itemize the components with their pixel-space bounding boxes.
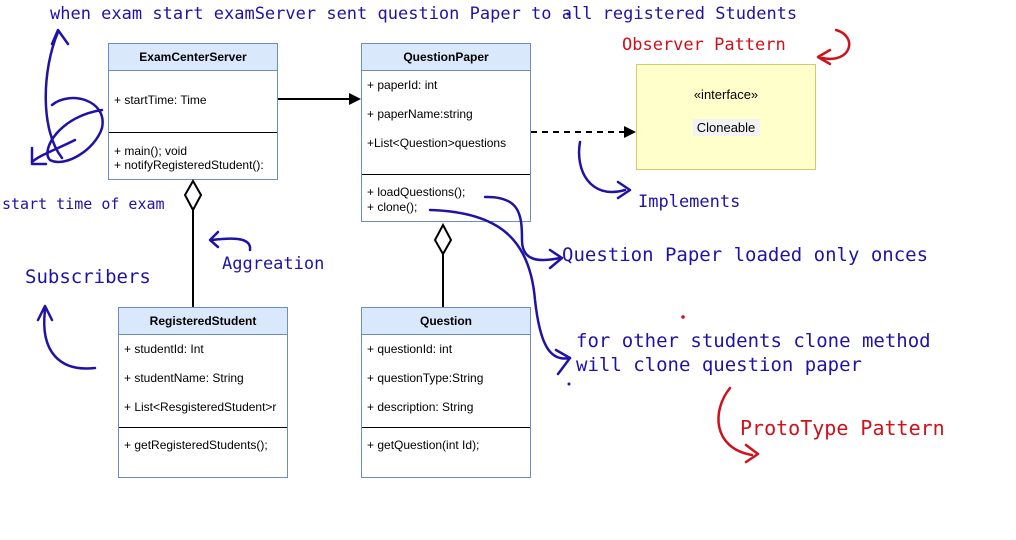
attribute-row: +List<Question>questions <box>367 136 507 150</box>
annotation-aggreation: Aggreation <box>222 254 325 274</box>
ink-subscribers-head <box>36 304 54 322</box>
interface-cloneable[interactable]: «interface» Cloneable <box>636 64 816 170</box>
attribute-row: + questionId: int <box>367 342 453 356</box>
annotation-start-time: start time of exam <box>2 195 165 213</box>
class-registered-student[interactable]: RegisteredStudent + studentId: Int + stu… <box>118 307 288 478</box>
methods-section: + main(); void + notifyRegisteredStudent… <box>109 133 277 179</box>
attributes-section: + startTime: Time <box>109 71 277 133</box>
attributes-section: + studentId: Int + studentName: String +… <box>119 335 287 428</box>
interface-stereotype: «interface» <box>693 87 759 102</box>
method-row: + loadQuestions(); <box>367 185 466 199</box>
class-exam-center-server[interactable]: ExamCenterServer + startTime: Time + mai… <box>108 43 278 180</box>
interface-name: Cloneable <box>692 119 760 136</box>
method-row: + main(); void <box>114 144 188 158</box>
ink-arrow-top-head <box>50 28 70 46</box>
method-row: + notifyRegisteredStudent(): <box>114 158 264 172</box>
attribute-row: + studentName: String <box>124 371 244 385</box>
annotation-top-note: when exam start examServer sent question… <box>50 4 798 24</box>
method-row: + getRegisteredStudents(); <box>124 438 268 452</box>
attribute-row: + questionType:String <box>367 371 484 385</box>
attributes-section: + paperId: int + paperName:string +List<… <box>362 71 530 175</box>
attribute-row: + paperName:string <box>367 107 473 121</box>
ink-implements-arrow <box>577 140 627 194</box>
attributes-section: + questionId: int + questionType:String … <box>362 335 530 428</box>
ink-implements-head <box>616 180 632 200</box>
ink-clone-head <box>554 348 572 376</box>
attribute-row: + startTime: Time <box>114 93 207 107</box>
association-arrowhead <box>349 93 361 105</box>
method-row: + clone(); <box>367 200 418 214</box>
methods-section: + loadQuestions(); + clone(); <box>362 175 530 221</box>
method-row: + getQuestion(int Id); <box>367 438 480 452</box>
ink-loaded-once-head <box>548 248 564 270</box>
annotation-prototype-pattern: ProtoType Pattern <box>740 416 945 440</box>
annotation-loaded-once: Question Paper loaded only onces <box>562 244 929 266</box>
ink-aggreation-arrow <box>210 237 252 252</box>
class-name: QuestionPaper <box>362 44 530 71</box>
ink-arrow-start-head <box>30 146 48 166</box>
class-question-paper[interactable]: QuestionPaper + paperId: int + paperName… <box>361 43 531 222</box>
attribute-row: + List<ResgisteredStudent>r <box>124 400 277 414</box>
aggregation-diamond-question <box>433 222 453 257</box>
class-name: ExamCenterServer <box>109 44 277 71</box>
aggregation-diamond-student <box>183 178 203 213</box>
annotation-observer-pattern: Observer Pattern <box>622 35 786 55</box>
ink-observer-hook <box>820 28 851 61</box>
class-name: Question <box>362 308 530 335</box>
ink-observer-head <box>816 48 832 66</box>
ink-red-dot <box>681 315 685 319</box>
annotation-clone-line-2: will clone question paper <box>576 354 862 376</box>
methods-section: + getRegisteredStudents(); <box>119 428 287 477</box>
ink-prototype-head <box>744 443 760 464</box>
class-question[interactable]: Question + questionId: int + questionTyp… <box>361 307 531 478</box>
attribute-row: + paperId: int <box>367 78 438 92</box>
annotation-implements: Implements <box>638 192 741 212</box>
ink-aggreation-head <box>208 230 220 249</box>
ink-arrow-to-top-note <box>44 30 64 160</box>
methods-section: + getQuestion(int Id); <box>362 428 530 477</box>
ink-subscribers-arrow <box>42 308 97 370</box>
attribute-row: + description: String <box>367 400 474 414</box>
implements-arrowhead <box>624 126 636 138</box>
annotation-subscribers: Subscribers <box>25 266 151 288</box>
ink-arrow-to-start-time <box>30 138 77 164</box>
ink-dot <box>567 382 571 386</box>
attribute-row: + studentId: Int <box>124 342 204 356</box>
class-name: RegisteredStudent <box>119 308 287 335</box>
ink-start-time-loop <box>46 96 104 163</box>
annotation-clone-line-1: for other students clone method <box>576 330 931 352</box>
